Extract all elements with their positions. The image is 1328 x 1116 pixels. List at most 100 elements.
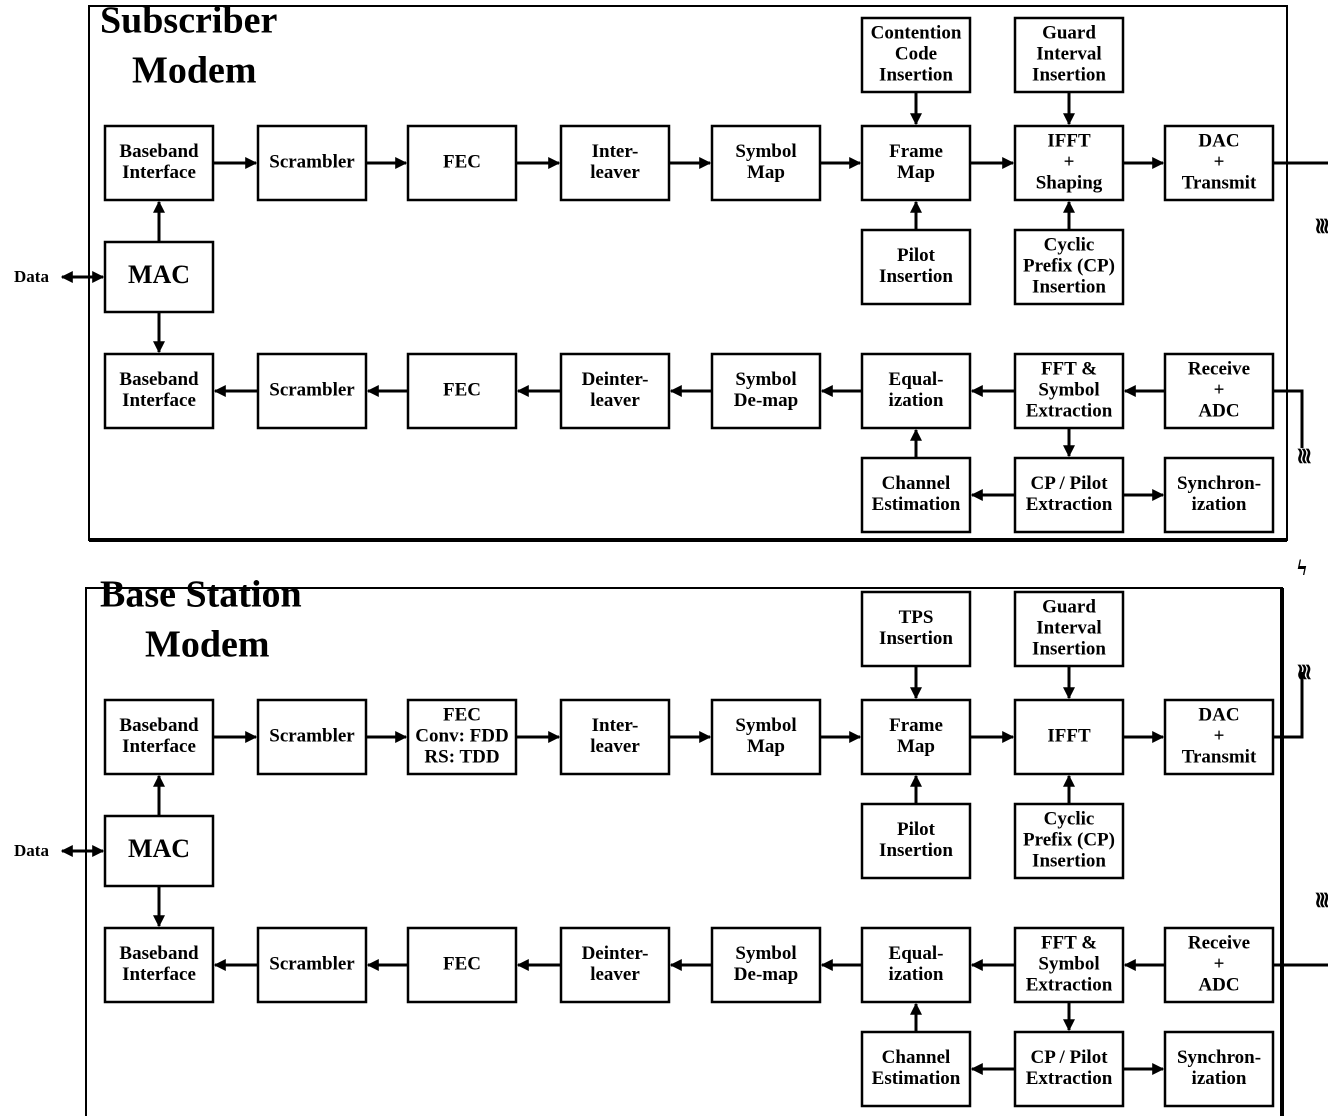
subscriber-rx-antenna-line (1273, 389, 1304, 448)
base-tx-interleaver: Inter-leaver (559, 698, 671, 776)
subscriber-rx-deinterleaver-label: leaver (590, 390, 640, 411)
base-synchronization-label: ization (1192, 1068, 1247, 1089)
subscriber-rx-antenna-icon: ≋ (1292, 447, 1317, 465)
base-pilot-insertion-label: Insertion (879, 840, 953, 861)
base-rx-symbol-demap-outline (710, 926, 822, 1004)
base-tx-ifft-outline (1013, 698, 1125, 776)
base-tx-baseband-interface-label: Interface (122, 736, 196, 757)
subscriber-rx-deinterleaver-label: Deinter- (582, 369, 649, 390)
base-tx-frame-map-label: Frame (889, 715, 943, 736)
base-rx-equalization-label: Equal- (889, 943, 944, 964)
base-tx-fec-label: RS: TDD (424, 746, 499, 767)
subscriber-channel-estimation-outline (860, 456, 972, 534)
base-rx-baseband-interface-outline (103, 926, 215, 1004)
base-rx-fec-label: FEC (443, 953, 481, 974)
base-rx-baseband-interface-label: Interface (122, 964, 196, 985)
subscriber-cyclic-prefix-insertion-label: Cyclic (1044, 234, 1095, 255)
base-cyclic-prefix-insertion-label: Prefix (CP) (1023, 829, 1115, 850)
subscriber-rx-fec: FEC (406, 352, 518, 430)
subscriber-rx-scrambler: Scrambler (256, 352, 368, 430)
subscriber-tx-scrambler: Scrambler (256, 124, 368, 202)
base-pilot-insertion-label: Pilot (897, 819, 936, 840)
subscriber-tx-ifft-outline (1013, 124, 1125, 202)
base-pilot-insertion-outline (860, 802, 972, 880)
base-rx-deinterleaver-label: Deinter- (582, 943, 649, 964)
subscriber-synchronization: Synchron-ization (1163, 456, 1275, 534)
base-rx-scrambler-label: Scrambler (269, 953, 355, 974)
subscriber-rx-fec-label: FEC (443, 379, 481, 400)
base-guard-interval-insertion-label: Interval (1036, 617, 1101, 638)
base-mac-outline (103, 814, 215, 888)
base-rx-symbol-demap-label: Symbol (735, 943, 796, 964)
base-mac-label: MAC (128, 834, 190, 863)
subscriber-pilot-insertion-label: Pilot (897, 245, 936, 266)
subscriber-rx-fft-symbol-extraction-outline (1013, 352, 1125, 430)
subscriber-rx-fft-symbol-extraction-label: Extraction (1026, 400, 1113, 421)
base-tx-symbol-map-label: Symbol (735, 715, 796, 736)
subscriber-tx-scrambler-label: Scrambler (269, 151, 355, 172)
base-tx-ifft-label: IFFT (1047, 725, 1091, 746)
subscriber-rx-baseband-interface-outline (103, 352, 215, 430)
base-guard-interval-insertion-label: Guard (1042, 596, 1096, 617)
base-title-line2: Modem (145, 624, 270, 666)
base-tx-fec-label: Conv: FDD (415, 725, 508, 746)
subscriber-tx-fec: FEC (406, 124, 518, 202)
subscriber-tx-ifft-label: Shaping (1036, 172, 1103, 193)
base-rx-deinterleaver-outline (559, 926, 671, 1004)
base-cp-pilot-extraction-label: CP / Pilot (1030, 1047, 1108, 1068)
subscriber-pilot-insertion-label: Insertion (879, 266, 953, 287)
base-tx-dac-transmit: DAC+Transmit (1163, 698, 1275, 776)
subscriber-tx-antenna-icon: ≋ (1310, 217, 1328, 235)
base-tx-dac-transmit-label: DAC (1198, 704, 1239, 725)
subscriber-rx-scrambler-label: Scrambler (269, 379, 355, 400)
subscriber-cyclic-prefix-insertion-label: Insertion (1032, 276, 1106, 297)
subscriber-rx-receive-adc-label: ADC (1198, 400, 1239, 421)
base-channel-estimation-label: Channel (882, 1047, 951, 1068)
subscriber-rx-symbol-demap-label: De-map (734, 390, 798, 411)
base-rx-scrambler: Scrambler (256, 926, 368, 1004)
subscriber-tx-interleaver-outline (559, 124, 671, 202)
base-rx-symbol-demap-label: De-map (734, 964, 798, 985)
subscriber-rx-baseband-interface-label: Interface (122, 390, 196, 411)
base-cyclic-prefix-insertion-outline (1013, 802, 1125, 880)
subscriber-rx-equalization-label: Equal- (889, 369, 944, 390)
base-tps-insertion-outline (860, 590, 972, 668)
subscriber-tx-symbol-map-outline (710, 124, 822, 202)
base-tx-fec-outline (406, 698, 518, 776)
subscriber-tx-dac-transmit-outline (1163, 124, 1275, 202)
base-rx-receive-adc-outline (1163, 926, 1275, 1004)
wireless-link-icon: ϟ (1297, 555, 1307, 580)
base-tx-dac-transmit-outline (1163, 698, 1275, 776)
subscriber-tx-dac-transmit-label: Transmit (1182, 172, 1257, 193)
subscriber-mac-label: MAC (128, 260, 190, 289)
subscriber-pilot-insertion-outline (860, 228, 972, 306)
base-tx-scrambler-outline (256, 698, 368, 776)
subscriber-guard-interval-insertion-outline (1013, 16, 1125, 94)
subscriber-title-line1: Subscriber (100, 0, 277, 42)
base-tps-insertion-label: TPS (899, 607, 934, 628)
subscriber-title-line2: Modem (132, 50, 257, 92)
base-rx-fft-symbol-extraction-label: FFT & (1041, 932, 1097, 953)
subscriber-tx-frame-map-outline (860, 124, 972, 202)
base-synchronization-outline (1163, 1030, 1275, 1108)
base-rx-equalization: Equal-ization (860, 926, 972, 1004)
subscriber-tx-interleaver: Inter-leaver (559, 124, 671, 202)
subscriber-rx-symbol-demap-outline (710, 352, 822, 430)
subscriber-rx-receive-adc-label: + (1214, 379, 1225, 400)
base-tx-dac-transmit-label: Transmit (1182, 746, 1257, 767)
